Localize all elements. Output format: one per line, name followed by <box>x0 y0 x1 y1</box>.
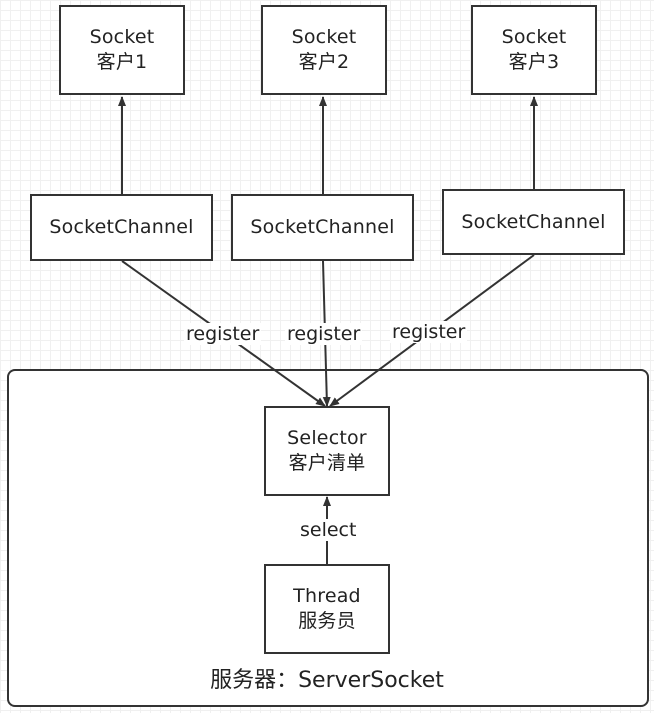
register-label-2: register <box>285 323 363 345</box>
socket-channel-node-2: SocketChannel <box>231 194 414 261</box>
socket-node-client2: Socket 客户2 <box>261 5 387 95</box>
socket-label: Socket <box>89 26 155 48</box>
socket-node-client1: Socket 客户1 <box>59 5 185 95</box>
client-label: 客户1 <box>96 51 148 73</box>
socket-channel-node-3: SocketChannel <box>442 189 625 255</box>
client-list-label: 客户清单 <box>288 452 366 474</box>
register-label-3: register <box>390 321 468 343</box>
thread-node: Thread 服务员 <box>264 564 390 654</box>
selector-label: Selector <box>287 427 367 449</box>
waiter-label: 服务员 <box>298 610 356 632</box>
client-label: 客户2 <box>298 51 350 73</box>
socket-channel-node-1: SocketChannel <box>30 194 213 261</box>
thread-label: Thread <box>293 585 361 607</box>
socket-channel-label: SocketChannel <box>49 216 194 238</box>
socket-label: Socket <box>291 26 357 48</box>
socket-node-client3: Socket 客户3 <box>471 5 597 95</box>
server-socket-label: 服务器：ServerSocket <box>210 668 444 693</box>
register-label-1: register <box>184 323 262 345</box>
selector-node: Selector 客户清单 <box>264 406 390 496</box>
select-label: select <box>298 519 359 541</box>
socket-label: Socket <box>501 26 567 48</box>
socket-channel-label: SocketChannel <box>250 216 395 238</box>
client-label: 客户3 <box>508 51 560 73</box>
socket-channel-label: SocketChannel <box>461 210 606 233</box>
